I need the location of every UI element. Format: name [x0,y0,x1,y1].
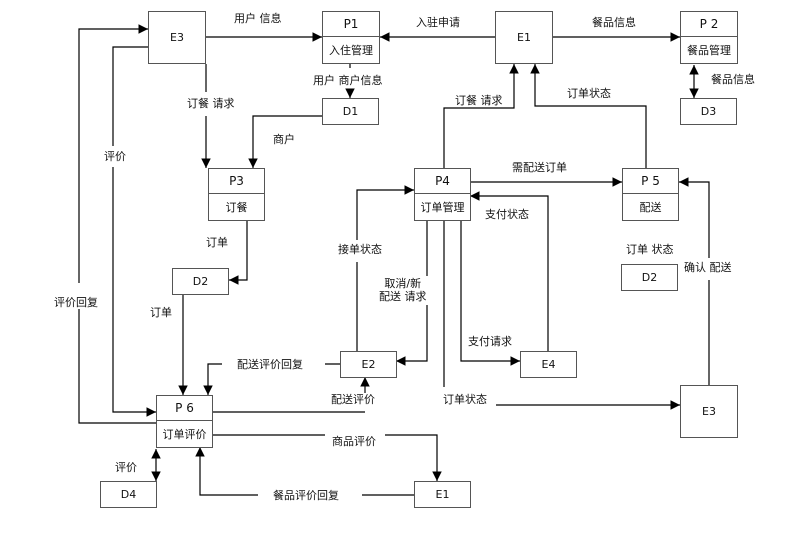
process-p6[interactable]: P 6 订单评价 [156,395,213,448]
entity-e3-bottom[interactable]: E3 [680,385,738,438]
entity-label: E3 [170,31,184,44]
process-id: P 2 [699,17,719,31]
flow-meal-review-reply [200,447,414,496]
process-id: P 5 [641,174,660,188]
label-merchant: 商户 [273,133,295,146]
label-user-info: 用户 信息 [234,12,282,25]
flow-order-status-e3 [443,221,680,405]
process-name: 订单评价 [157,420,212,447]
entity-label: E1 [435,488,450,501]
flow-accept-status [356,190,414,351]
store-d2-right[interactable]: D2 [621,264,678,291]
label-order-p3: 订单 [206,236,228,249]
process-id: P3 [229,174,244,188]
store-label: D1 [342,105,359,118]
flow-delivery-review-reply [208,363,340,395]
store-label: D4 [120,488,137,501]
flow-order-status-p5 [530,63,647,168]
process-id: P1 [343,17,359,31]
label-payment-status: 支付状态 [485,208,529,221]
store-label: D2 [641,271,658,284]
process-id: P 6 [175,401,194,415]
flow-payment-request [460,221,520,366]
store-d3[interactable]: D3 [680,98,737,125]
entity-label: E3 [702,405,716,418]
process-p4[interactable]: P4 订单管理 [414,168,471,221]
flow-review-reply [78,29,156,424]
label-meal-info-d3: 餐品信息 [711,73,755,86]
label-accept-status: 接单状态 [338,243,382,256]
label-meal-review-reply: 餐品评价回复 [273,489,339,502]
entity-label: E1 [517,31,531,44]
entity-e1-top[interactable]: E1 [495,11,553,64]
entity-label: E2 [361,358,376,371]
label-meal-info-top: 餐品信息 [592,16,636,29]
store-d2-left[interactable]: D2 [172,268,229,295]
entity-e4[interactable]: E4 [520,351,577,378]
label-cancel-new-delivery: 取消/新 配送 请求 [379,277,427,303]
label-review-d4: 评价 [115,461,137,474]
flow-payment-status [470,191,549,351]
label-review: 评价 [104,150,126,163]
label-payment-request: 支付请求 [468,335,512,348]
flow-review [112,46,156,412]
flow-product-review [212,434,437,481]
flow-confirm-delivery [679,182,710,385]
label-user-merchant-info: 用户 商户信息 [313,74,383,87]
label-order-status-e3: 订单状态 [443,393,487,406]
label-confirm-delivery: 确认 配送 [684,261,732,274]
process-p1[interactable]: P1 入住管理 [322,11,380,64]
entity-label: E4 [541,358,556,371]
store-d4[interactable]: D4 [100,481,157,508]
process-p5[interactable]: P 5 配送 [622,168,679,221]
label-review-reply: 评价回复 [54,296,98,309]
label-product-review: 商品评价 [332,435,376,448]
store-d1[interactable]: D1 [322,98,379,125]
process-id: P4 [435,174,450,188]
entity-e1-bottom[interactable]: E1 [414,481,471,508]
label-order-status-d2: 订单 状态 [626,243,674,256]
process-p2[interactable]: P 2 餐品管理 [680,11,738,64]
label-line: 取消/新 [384,277,422,290]
label-delivery-review-reply: 配送评价回复 [237,358,303,371]
label-delivery-order: 需配送订单 [512,161,567,174]
label-order-d2: 订单 [150,306,172,319]
flow-delivery-review [212,377,365,413]
process-name: 配送 [623,193,678,220]
process-name: 餐品管理 [681,36,737,63]
process-name: 订单管理 [415,193,470,220]
store-label: D2 [192,275,209,288]
label-order-request-e3: 订餐 请求 [187,97,235,110]
process-name: 入住管理 [323,36,379,63]
label-order-request-p4: 订餐 请求 [455,94,503,107]
flow-merchant [248,115,322,168]
store-label: D3 [700,105,717,118]
label-delivery-review: 配送评价 [331,393,375,406]
entity-e2[interactable]: E2 [340,351,397,378]
label-order-status-p5: 订单状态 [567,87,611,100]
flow-cancel-new-delivery [396,221,428,361]
flow-order-request-p4 [443,63,519,168]
entity-e3-top[interactable]: E3 [148,11,206,64]
process-p3[interactable]: P3 订餐 [208,168,265,221]
process-name: 订餐 [209,193,264,220]
label-line: 配送 请求 [379,290,427,303]
label-checkin-request: 入驻申请 [416,16,460,29]
flow-order-p3 [229,221,248,285]
